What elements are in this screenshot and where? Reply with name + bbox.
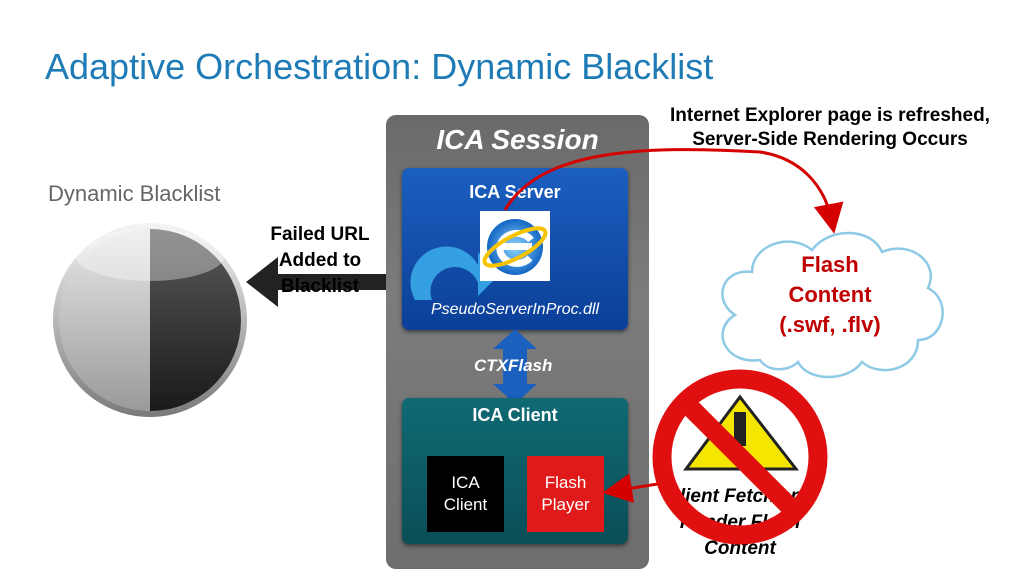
failed-url-line2: Added to: [278, 250, 362, 271]
flash-player-line1: Flash: [544, 473, 587, 492]
failed-url-text: Failed URL Added to Blacklist: [250, 222, 390, 300]
ie-caption-line1: Internet Explorer page is refreshed,: [670, 105, 990, 126]
ie-refresh-caption: Internet Explorer page is refreshed, Ser…: [640, 104, 1020, 152]
refresh-arrow-icon: [410, 246, 500, 300]
ica-server-title: ICA Server: [469, 182, 561, 202]
flash-content-line2: Content: [788, 282, 872, 307]
blacklist-arrow: [246, 257, 388, 307]
prohibited-icon: [652, 369, 828, 545]
ctxflash-label: CTXFlash: [474, 356, 553, 375]
refresh-to-cloud-arrow: [503, 148, 844, 234]
slide-title: Adaptive Orchestration: Dynamic Blacklis…: [45, 46, 714, 87]
failed-url-line1: Failed URL: [270, 224, 370, 245]
ie-caption-line2: Server-Side Rendering Occurs: [692, 129, 968, 150]
flash-content-cloud: [721, 231, 944, 379]
ica-client-inner-line1: ICA: [451, 473, 480, 492]
ica-client-inner-line2: Client: [443, 495, 488, 514]
ica-session-title: ICA Session: [436, 124, 599, 155]
failed-url-line3: Blacklist: [280, 276, 360, 297]
flash-player-line2: Player: [541, 495, 590, 514]
client-fetch-line3: Content: [704, 538, 776, 559]
flash-content-line1: Flash: [801, 252, 859, 277]
internet-explorer-icon: [480, 211, 550, 281]
flash-player-box: Flash Player: [527, 456, 604, 532]
pseudo-server-dll-label: PseudoServerInProc.dll: [430, 301, 600, 318]
ica-client-inner-box: ICA Client: [427, 456, 504, 532]
flash-content-text: Flash Content (.swf, .flv): [730, 250, 930, 340]
flash-content-line3: (.swf, .flv): [779, 312, 881, 337]
ctxflash-channel-arrow: [493, 329, 537, 404]
sphere-icon: [53, 223, 247, 417]
blacklist-label: Dynamic Blacklist: [48, 181, 221, 206]
ica-client-title: ICA Client: [472, 405, 558, 425]
